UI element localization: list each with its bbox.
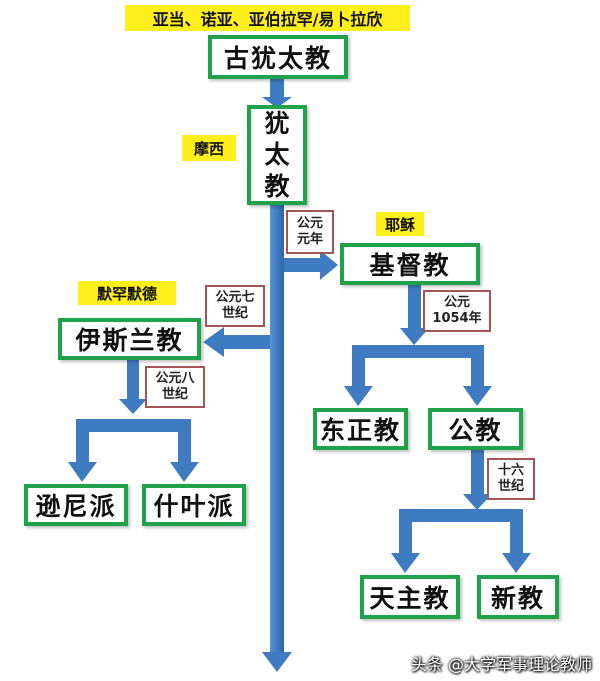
split-to-catholic	[471, 345, 484, 389]
islam-down-arrow	[127, 357, 139, 401]
split-to-orthodox	[352, 345, 365, 389]
era-ad-1: 公元 元年	[286, 210, 334, 254]
split-to-orthodox-head	[344, 386, 373, 406]
founder-note-moses: 摩西	[182, 135, 236, 161]
node-judaism: 犹 太 教	[247, 105, 307, 205]
node-protestant: 新教	[477, 575, 559, 619]
islam-split-bar	[76, 419, 191, 432]
branch-to-islam-head	[203, 327, 224, 357]
founder-note-muhammad: 默罕默德	[78, 281, 176, 305]
node-ancient-judaism: 古犹太教	[208, 35, 348, 79]
era-ad-1054: 公元 1054年	[423, 290, 491, 332]
christianity-down-arrow	[408, 283, 421, 330]
era-century-8: 公元八 世纪	[145, 366, 205, 408]
node-catholic: 公教	[428, 408, 523, 450]
node-judaism-char-1: 犹	[264, 109, 290, 139]
node-christianity: 基督教	[340, 243, 480, 285]
catholic-down-arrow	[471, 450, 484, 495]
node-islam: 伊斯兰教	[58, 318, 201, 360]
node-judaism-char-2: 太	[264, 140, 290, 170]
branch-to-islam	[222, 335, 270, 349]
christianity-down-arrowhead	[400, 328, 429, 345]
node-roman-catholic: 天主教	[360, 575, 460, 619]
branch-to-christianity	[284, 258, 322, 272]
islam-down-arrowhead	[119, 399, 147, 414]
split-to-shia-head	[170, 462, 199, 482]
split-to-shia	[178, 419, 191, 464]
catholic-split-bar	[399, 509, 523, 522]
founder-note-jesus: 耶稣	[376, 212, 424, 236]
connector-ancient-to-judaism-head	[262, 97, 292, 108]
catholic-down-arrowhead	[463, 494, 492, 510]
main-trunk-arrowhead	[262, 652, 292, 672]
split-to-protestant-head	[502, 553, 531, 573]
era-century-16: 十六 世纪	[487, 458, 535, 500]
main-trunk-arrow	[270, 198, 284, 654]
era-century-7: 公元七 世纪	[205, 285, 265, 327]
connector-ancient-to-judaism	[270, 77, 284, 103]
node-judaism-char-3: 教	[264, 171, 290, 201]
christianity-split-bar	[352, 345, 484, 358]
split-to-catholic-head	[463, 386, 492, 406]
split-to-sunni	[76, 419, 89, 464]
node-sunni: 逊尼派	[24, 484, 128, 526]
split-to-protestant	[510, 509, 523, 555]
watermark: 头条 @大学军事理论教师	[410, 655, 592, 674]
split-to-sunni-head	[68, 462, 97, 482]
split-to-roman-catholic-head	[391, 553, 420, 573]
header-note-patriarchs: 亚当、诺亚、亚伯拉罕/易卜拉欣	[125, 5, 410, 31]
split-to-roman-catholic	[399, 509, 412, 555]
node-orthodox: 东正教	[313, 408, 408, 450]
branch-to-christianity-head	[320, 250, 338, 280]
node-shia: 什叶派	[142, 484, 246, 526]
